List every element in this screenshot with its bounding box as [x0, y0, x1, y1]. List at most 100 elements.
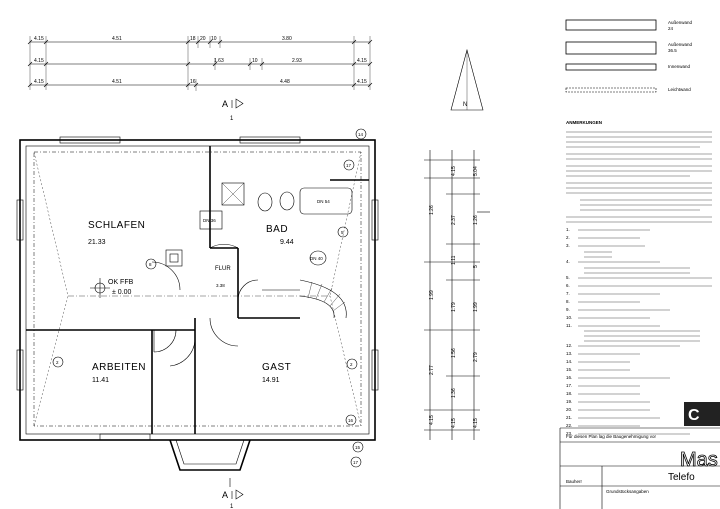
- legend-notes-title: ANMERKUNGEN: [566, 120, 602, 125]
- room-bad-area: 9.44: [280, 239, 294, 246]
- dim-r1-1: 4.51: [112, 36, 122, 42]
- legend-num-19: 19.: [566, 399, 572, 404]
- dim-r3-1: 4.51: [112, 79, 122, 85]
- room-bad-name: BAD: [266, 224, 288, 235]
- rdim-outer-2: 2.77: [429, 365, 435, 375]
- dim-r3-3: 4.48: [280, 79, 290, 85]
- legend-num-17: 17.: [566, 383, 572, 388]
- legend-num-6: 6.: [566, 283, 570, 288]
- rdim-inner-1: 2.37: [451, 215, 457, 225]
- legend-num-1: 1.: [566, 227, 570, 232]
- bathroom-fixtures: DN 36 DN 54 DN 40: [199, 182, 353, 266]
- dim-r1-3: 20: [200, 36, 206, 42]
- legend-notes-text: [566, 131, 712, 223]
- rdim-col3-4: 2.79: [473, 352, 479, 362]
- door-swings: [151, 244, 259, 367]
- dim-r2-0: 4.15: [34, 58, 44, 64]
- marker-3: 2: [56, 360, 59, 365]
- dim-r1-2: 18: [190, 36, 196, 42]
- legend-num-23: 23.: [566, 431, 572, 436]
- rdim-col3-5: 4.15: [473, 418, 479, 428]
- legend-item-1-sub: 36.5: [668, 48, 677, 53]
- company-logo: C Mas: [680, 402, 720, 471]
- title-note: Für diesen Plan lag die Baugenehmigung v…: [566, 434, 657, 439]
- legend-wall-types: Außenwand 24 Außenwand 36.5 Innenwand Le…: [565, 19, 693, 93]
- legend-num-4: 4.: [566, 259, 570, 264]
- top-dimension-chains: 4.15 4.51 18 20 10 3.80 4.15 1.63 10 2.9…: [27, 36, 373, 91]
- svg-text:C: C: [688, 407, 700, 424]
- north-label: N: [463, 102, 467, 108]
- dim-r2-1: 1.63: [214, 58, 224, 64]
- legend-num-3: 3.: [566, 243, 570, 248]
- section-marker-bottom: A 1: [222, 478, 244, 509]
- legend-num-10: 10.: [566, 315, 572, 320]
- title-drawing-label: Grundstücksangaben: [606, 489, 649, 494]
- rdim-col3-2: 5: [473, 265, 479, 268]
- title-phone: Telefo: [668, 472, 695, 483]
- rdim-inner-5: 1.36: [451, 388, 457, 398]
- legend: Außenwand 24 Außenwand 36.5 Innenwand Le…: [565, 19, 712, 436]
- marker-8: 2: [350, 362, 353, 367]
- room-schlafen-area: 21.33: [88, 239, 106, 246]
- dim-r2-3: 2.93: [292, 58, 302, 64]
- legend-num-15: 15.: [566, 367, 572, 372]
- fixture-dn36: DN 36: [203, 218, 216, 223]
- legend-item-2: Innenwand: [668, 64, 691, 69]
- legend-num-20: 20.: [566, 407, 572, 412]
- dim-r1-4: 10: [211, 36, 217, 42]
- dim-r3-4: 4.15: [357, 79, 367, 85]
- legend-num-7: 7.: [566, 291, 570, 296]
- windows: [16, 136, 379, 441]
- legend-item-0: Außenwand: [668, 20, 693, 25]
- legend-num-11: 11.: [566, 323, 572, 328]
- room-flur-name: FLUR: [215, 266, 231, 272]
- rdim-inner-4: 1.56: [451, 348, 457, 358]
- room-arbeiten-name: ARBEITEN: [92, 362, 146, 373]
- room-gast-name: GAST: [262, 362, 291, 373]
- rdim-col3-0: 5.04: [473, 166, 479, 176]
- rdim-outer-3: 4.15: [429, 415, 435, 425]
- fixture-dn40: DN 40: [310, 256, 323, 261]
- section-sub-top: 1: [230, 116, 234, 122]
- dim-r2-4: 4.15: [357, 58, 367, 64]
- rdim-inner-0: 4.15: [451, 166, 457, 176]
- rdim-outer-0: 1.26: [429, 205, 435, 215]
- legend-num-22: 22.: [566, 423, 572, 428]
- rdim-inner-2: 1.11: [451, 255, 457, 265]
- title-block: Für diesen Plan lag die Baugenehmigung v…: [559, 402, 720, 509]
- room-schlafen-name: SCHLAFEN: [88, 220, 145, 231]
- dim-r3-0: 4.15: [34, 79, 44, 85]
- rdim-inner-3: 1.79: [451, 302, 457, 312]
- dim-r1-5: 3.80: [282, 36, 292, 42]
- legend-num-5: 5.: [566, 275, 570, 280]
- legend-item-1: Außenwand: [668, 42, 693, 47]
- rdim-col3-3: 1.99: [473, 302, 479, 312]
- legend-num-16: 16.: [566, 375, 572, 380]
- marker-7: 17: [353, 460, 359, 465]
- marker-6: 15: [355, 445, 361, 450]
- company-name: Mas: [680, 449, 718, 471]
- section-label-top: A: [222, 99, 228, 109]
- legend-num-18: 18.: [566, 391, 572, 396]
- north-arrow: N: [450, 48, 484, 111]
- title-bauherr: Bauherr: [566, 479, 583, 484]
- level-datum: OK FFB ± 0.00: [90, 278, 134, 298]
- rdim-inner-6: 4.15: [451, 418, 457, 428]
- stair: [262, 279, 347, 319]
- legend-num-9: 9.: [566, 307, 570, 312]
- bay-window: [116, 439, 300, 471]
- level-line2: ± 0.00: [112, 289, 132, 296]
- level-line1: OK FFB: [108, 279, 134, 286]
- rdim-col3-1: 1.26: [473, 215, 479, 225]
- right-dimension-chains: 1.26 1.99 2.77 4.15 4.15 2.37 1.11 1.79 …: [424, 150, 490, 440]
- section-sub-bottom: 1: [230, 504, 234, 509]
- room-labels: SCHLAFEN 21.33 BAD 9.44 FLUR 3.38 ARBEIT…: [88, 220, 294, 384]
- floor-plan: DN 36 DN 54 DN 40: [16, 128, 379, 471]
- dim-r3-2: 16: [190, 79, 196, 85]
- marker-2: 8: [149, 262, 152, 267]
- legend-num-21: 21.: [566, 415, 572, 420]
- marker-4: 5: [341, 230, 344, 235]
- legend-num-12: 12.: [566, 343, 572, 348]
- legend-num-13: 13.: [566, 351, 572, 356]
